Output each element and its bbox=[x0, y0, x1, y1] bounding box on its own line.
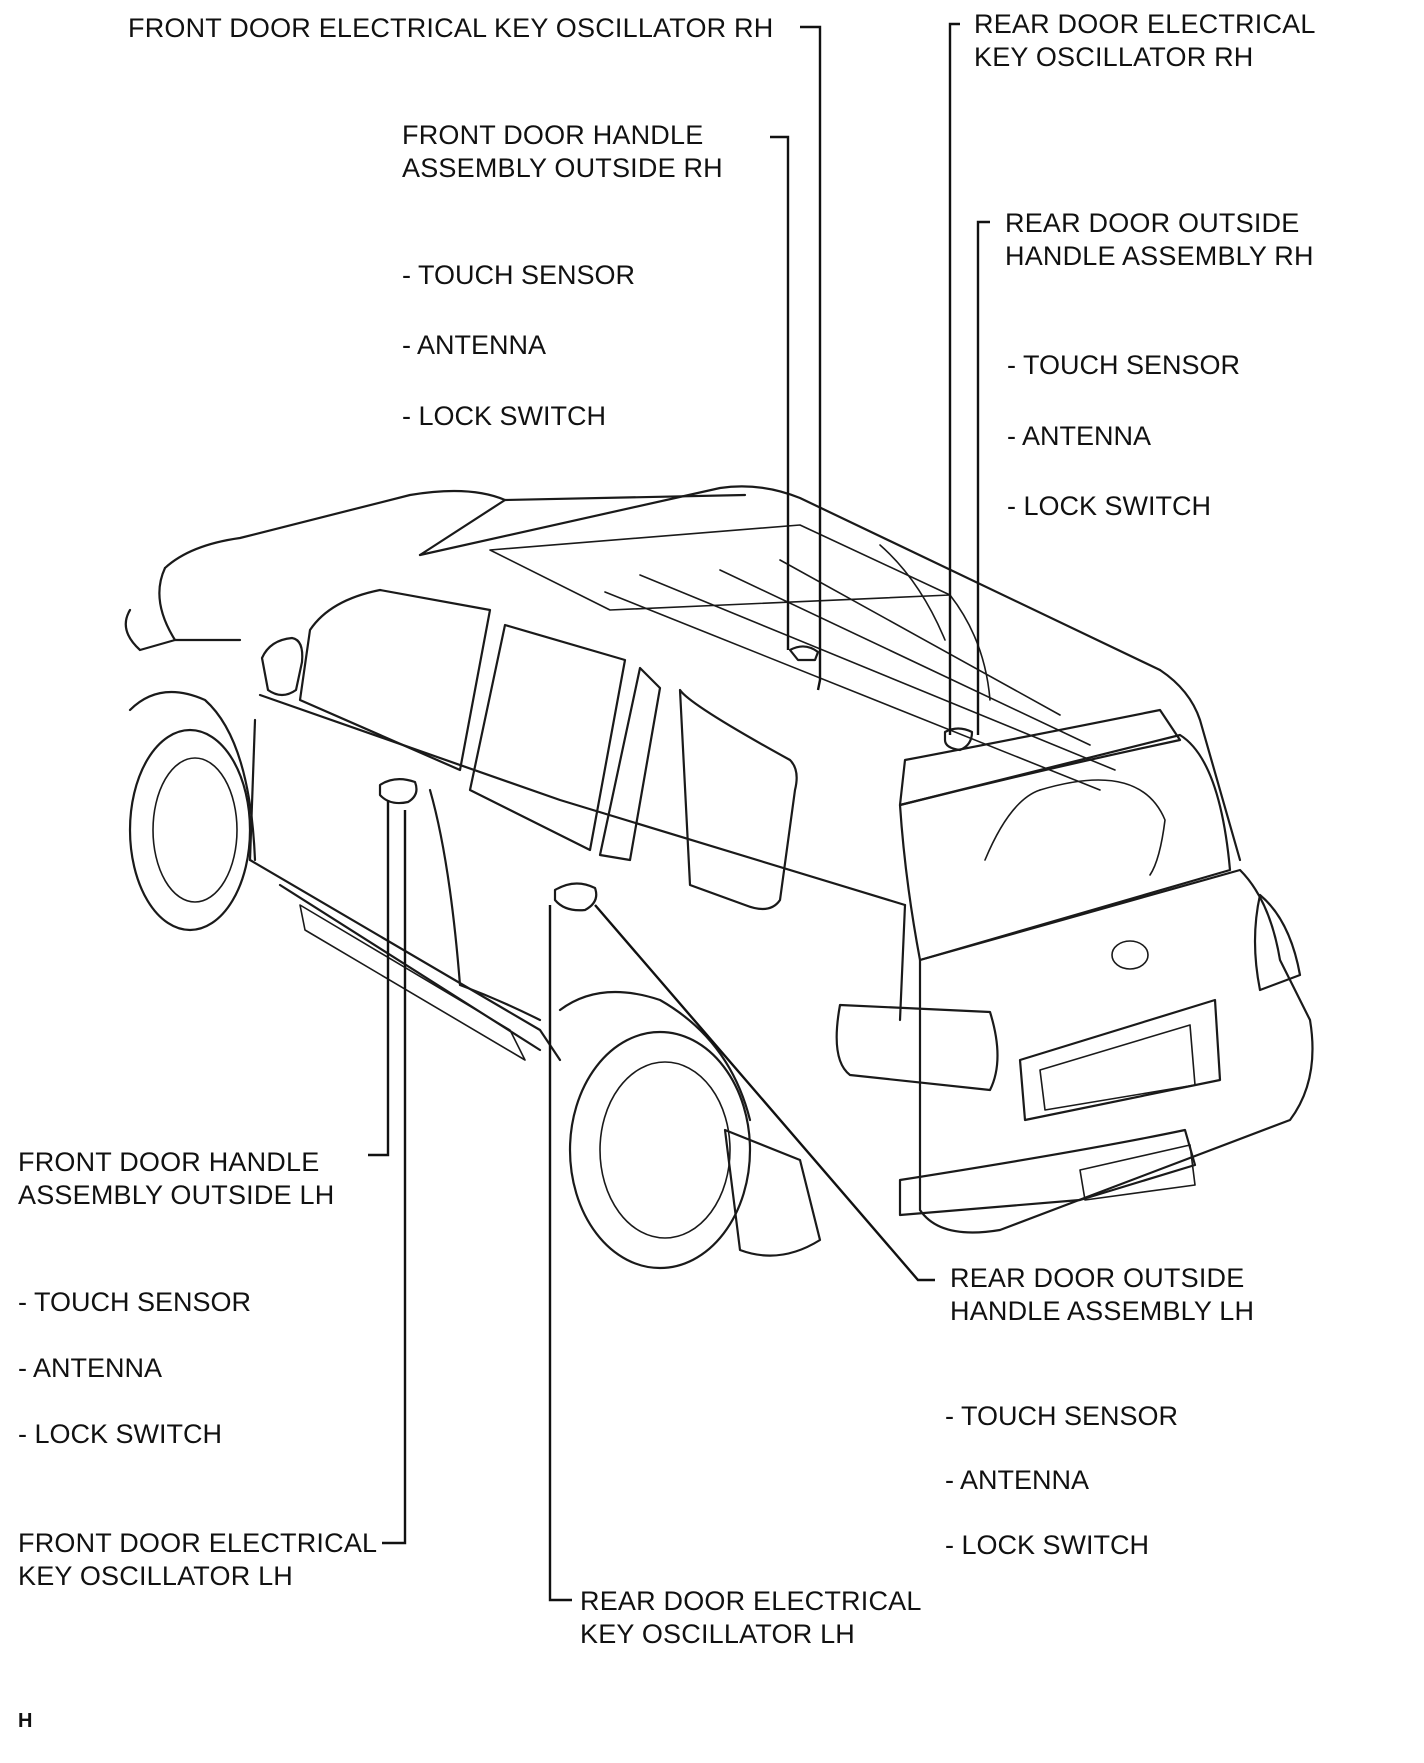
leader-front-door-handle-rh bbox=[770, 135, 790, 650]
leader-rear-door-key-oscillator-lh bbox=[548, 905, 572, 1602]
feature-antenna: - ANTENNA bbox=[402, 330, 547, 360]
label-line: FRONT DOOR HANDLE bbox=[18, 1147, 320, 1177]
label-line: REAR DOOR OUTSIDE bbox=[1005, 208, 1300, 238]
label-line: ASSEMBLY OUTSIDE LH bbox=[18, 1180, 335, 1210]
label-rear-door-key-oscillator-lh: REAR DOOR ELECTRICAL KEY OSCILLATOR LH bbox=[580, 1585, 922, 1651]
label-front-door-key-oscillator-lh: FRONT DOOR ELECTRICAL KEY OSCILLATOR LH bbox=[18, 1527, 377, 1593]
rear-door-handle-lh bbox=[553, 882, 598, 912]
feature-touch-sensor: - TOUCH SENSOR bbox=[1007, 350, 1241, 380]
rear-door-handle-rh bbox=[943, 727, 974, 752]
feature-touch-sensor: - TOUCH SENSOR bbox=[402, 260, 636, 290]
feature-touch-sensor: - TOUCH SENSOR bbox=[18, 1287, 252, 1317]
leader-rear-door-handle-rh bbox=[976, 220, 990, 735]
label-front-door-handle-rh: FRONT DOOR HANDLE ASSEMBLY OUTSIDE RH bbox=[402, 119, 723, 185]
label-front-door-key-oscillator-rh: FRONT DOOR ELECTRICAL KEY OSCILLATOR RH bbox=[128, 12, 773, 45]
figure-code: H bbox=[18, 1710, 33, 1732]
feature-lock-switch: - LOCK SWITCH bbox=[18, 1419, 223, 1449]
label-line: KEY OSCILLATOR RH bbox=[974, 42, 1254, 72]
feature-touch-sensor: - TOUCH SENSOR bbox=[945, 1401, 1179, 1431]
feature-lock-switch: - LOCK SWITCH bbox=[945, 1530, 1150, 1560]
label-front-door-handle-lh: FRONT DOOR HANDLE ASSEMBLY OUTSIDE LH bbox=[18, 1146, 334, 1212]
front-door-handle-lh bbox=[378, 778, 418, 805]
feature-antenna: - ANTENNA bbox=[18, 1353, 163, 1383]
leader-front-door-key-oscillator-lh bbox=[382, 810, 407, 1545]
leader-front-door-key-oscillator-rh bbox=[800, 25, 822, 691]
label-line: FRONT DOOR HANDLE bbox=[402, 120, 704, 150]
label-line: FRONT DOOR ELECTRICAL bbox=[18, 1528, 378, 1558]
feature-lock-switch: - LOCK SWITCH bbox=[1007, 491, 1212, 521]
label-line: KEY OSCILLATOR LH bbox=[18, 1561, 294, 1591]
feature-lock-switch: - LOCK SWITCH bbox=[402, 401, 607, 431]
leader-rear-door-key-oscillator-rh bbox=[948, 22, 960, 735]
label-line: KEY OSCILLATOR LH bbox=[580, 1619, 856, 1649]
label-rear-door-handle-rh: REAR DOOR OUTSIDE HANDLE ASSEMBLY RH bbox=[1005, 207, 1314, 273]
label-line: REAR DOOR ELECTRICAL bbox=[580, 1586, 922, 1616]
label-line: REAR DOOR OUTSIDE bbox=[950, 1263, 1245, 1293]
label-rear-door-key-oscillator-rh: REAR DOOR ELECTRICAL KEY OSCILLATOR RH bbox=[974, 8, 1316, 74]
leader-rear-door-handle-lh bbox=[594, 904, 935, 1282]
label-line: FRONT DOOR ELECTRICAL KEY OSCILLATOR RH bbox=[128, 13, 774, 43]
label-line: HANDLE ASSEMBLY RH bbox=[1005, 241, 1314, 271]
front-door-handle-rh bbox=[788, 645, 820, 662]
label-line: ASSEMBLY OUTSIDE RH bbox=[402, 153, 723, 183]
leader-lines bbox=[368, 22, 990, 1602]
leader-front-door-handle-lh bbox=[368, 800, 390, 1157]
label-rear-door-handle-lh: REAR DOOR OUTSIDE HANDLE ASSEMBLY LH bbox=[950, 1262, 1254, 1328]
feature-antenna: - ANTENNA bbox=[945, 1465, 1090, 1495]
label-line: HANDLE ASSEMBLY LH bbox=[950, 1296, 1255, 1326]
label-line: REAR DOOR ELECTRICAL bbox=[974, 9, 1316, 39]
feature-antenna: - ANTENNA bbox=[1007, 421, 1152, 451]
